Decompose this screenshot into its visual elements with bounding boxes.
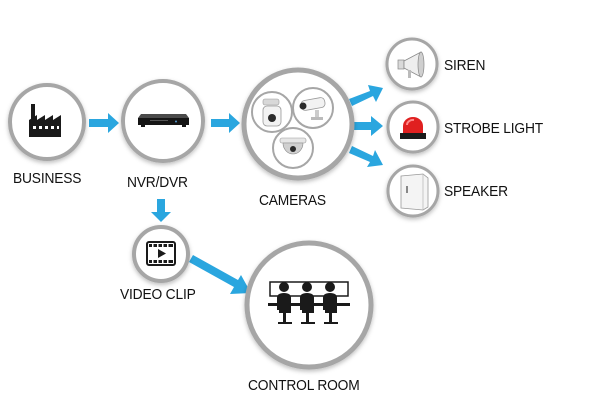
horn-speaker-icon: [397, 51, 425, 78]
cameras-label: CAMERAS: [259, 192, 326, 209]
operator-2: [300, 282, 315, 324]
arrow-business-to-nvr: [89, 113, 119, 133]
recorder-icon: [138, 114, 189, 127]
nvr-dvr-label: NVR/DVR: [127, 174, 188, 191]
operator-3: [323, 282, 338, 324]
control-room-node: [244, 240, 374, 370]
arrow-cameras-to-siren: [349, 85, 383, 106]
bullet-camera-icon: [299, 97, 326, 120]
arrow-cameras-to-speaker: [349, 146, 383, 167]
siren-node: [385, 37, 439, 91]
strobe-light-node: [386, 100, 440, 154]
video-clip-label: VIDEO CLIP: [120, 286, 196, 303]
arrow-nvr-to-video-clip: [151, 199, 171, 222]
arrow-video-clip-to-control-room: [189, 255, 251, 294]
speaker-label: SPEAKER: [444, 183, 508, 200]
strobe-light-label: STROBE LIGHT: [444, 120, 544, 137]
operator-1: [277, 282, 292, 324]
siren-label: SIREN: [444, 57, 486, 74]
video-clip-node: [132, 225, 190, 283]
business-label: BUSINESS: [13, 170, 82, 187]
arrow-cameras-to-strobe: [351, 116, 383, 136]
factory-icon: [29, 104, 61, 137]
dome-camera-icon: [279, 137, 307, 155]
wall-speaker-icon: [400, 173, 429, 211]
operators-icon: [268, 281, 350, 324]
arrows: [89, 85, 383, 294]
speaker-node: [386, 164, 440, 218]
camera-icon: [262, 98, 282, 127]
arrow-nvr-to-cameras: [211, 113, 240, 133]
control-room-label: CONTROL ROOM: [248, 377, 360, 394]
strobe-light-icon: [400, 117, 426, 139]
video-clip-icon: [146, 241, 176, 266]
cameras-node: [241, 67, 355, 181]
business-node: [8, 83, 86, 161]
nvr-dvr-node: [121, 79, 205, 163]
